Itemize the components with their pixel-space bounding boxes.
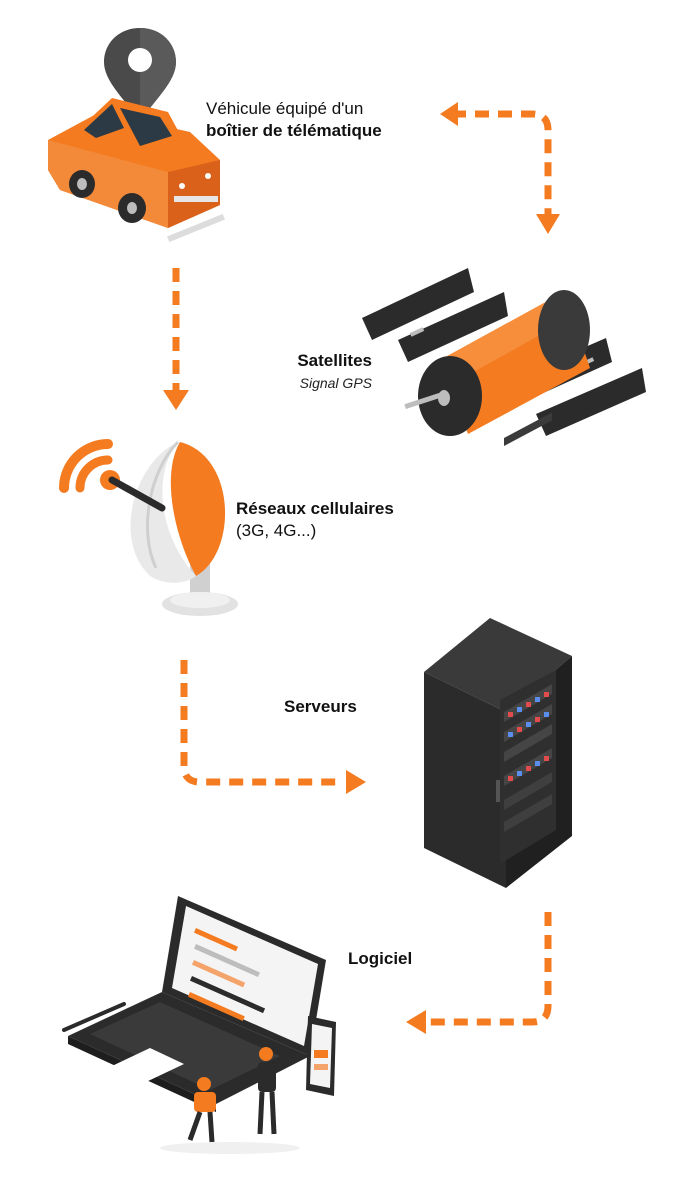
vehicle-label-line2: boîtier de télématique xyxy=(206,121,382,140)
arrow-dish-server xyxy=(180,660,344,786)
satellite-dish-icon xyxy=(59,439,238,616)
satellite-icon xyxy=(362,268,646,436)
arrow-vehicle-satellite xyxy=(452,110,552,216)
satellite-title: Satellites xyxy=(297,351,372,370)
software-label: Logiciel xyxy=(348,948,412,970)
servers-title: Serveurs xyxy=(284,697,357,716)
satellite-subtitle: Signal GPS xyxy=(299,375,372,391)
vehicle-label-line1: Véhicule équipé d'un xyxy=(206,99,364,118)
satellite-label: Satellites Signal GPS xyxy=(280,350,372,394)
arrow-server-software xyxy=(428,912,552,1026)
servers-label: Serveurs xyxy=(284,696,357,718)
laptop-software-icon xyxy=(62,896,336,1154)
cellular-label: Réseaux cellulaires (3G, 4G...) xyxy=(236,498,394,542)
software-title: Logiciel xyxy=(348,949,413,968)
server-rack-icon xyxy=(424,412,572,888)
car-gps-icon xyxy=(48,28,225,243)
flow-arrows xyxy=(163,102,560,1034)
vehicle-label: Véhicule équipé d'un boîtier de télémati… xyxy=(206,98,382,142)
cellular-title: Réseaux cellulaires xyxy=(236,499,394,518)
cellular-subtitle: (3G, 4G...) xyxy=(236,521,317,540)
